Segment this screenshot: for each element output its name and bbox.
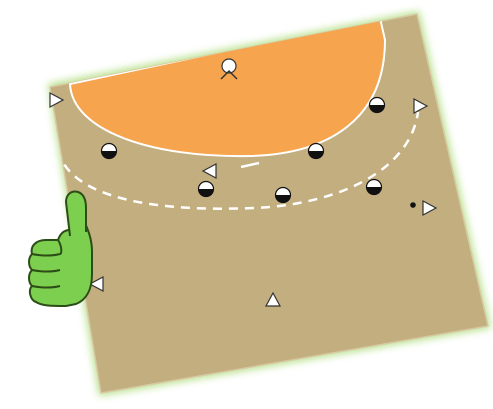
- half-filled-circle-icon: [100, 142, 118, 160]
- goal-area: [68, 16, 387, 158]
- goalkeeper-icon: [220, 58, 238, 80]
- ball-dot-icon: [410, 202, 416, 208]
- thumbs-up-icon: [28, 190, 93, 307]
- triangle-icon: [264, 291, 282, 307]
- triangle-icon: [88, 275, 104, 293]
- triangle-icon: [49, 91, 65, 109]
- defenders-group: [100, 96, 386, 204]
- attackers-group: [49, 91, 438, 307]
- triangle-icon: [422, 199, 438, 217]
- seven-meter-mark: [240, 161, 260, 169]
- half-filled-circle-icon: [365, 178, 383, 196]
- half-filled-circle-icon: [368, 96, 386, 114]
- half-filled-circle-icon: [307, 142, 325, 160]
- half-filled-circle-icon: [274, 186, 292, 204]
- free-throw-line: [56, 111, 420, 210]
- triangle-icon: [413, 97, 429, 115]
- half-filled-circle-icon: [197, 180, 215, 198]
- triangle-icon: [201, 162, 217, 180]
